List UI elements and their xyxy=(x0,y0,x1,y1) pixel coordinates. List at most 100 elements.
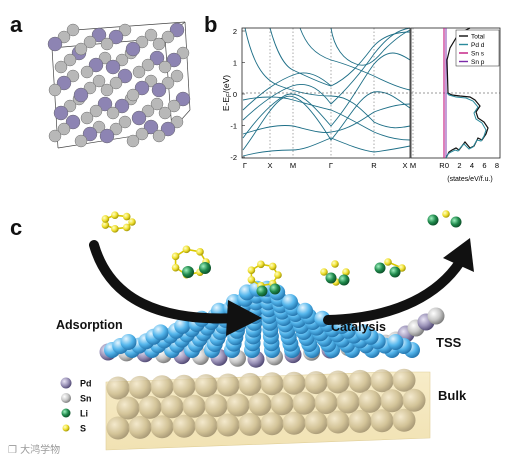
k-point-label: Γ xyxy=(243,161,247,170)
panel-label-c: c xyxy=(10,215,23,240)
bulk-atom xyxy=(370,409,394,433)
watermark-text: 大鸿学物 xyxy=(20,445,61,456)
sn-atom xyxy=(80,65,94,79)
legend-sn-label: Sn xyxy=(80,394,92,404)
bulk-atom xyxy=(348,409,372,433)
bulk-atom xyxy=(116,396,140,420)
bulk-atom xyxy=(380,389,404,413)
legend-pd-label: Pd xyxy=(80,379,92,389)
bulk-atom xyxy=(282,411,306,435)
sn-atom xyxy=(170,115,184,129)
bulk-atom xyxy=(238,372,262,396)
dos-legend-label: Sn s xyxy=(471,51,485,58)
s-atom xyxy=(196,248,204,256)
pd-atom xyxy=(160,121,176,137)
sn-atom xyxy=(135,127,149,141)
sn-atom xyxy=(74,42,88,56)
li2s6-molecule xyxy=(247,260,282,297)
sn-atom xyxy=(161,76,175,90)
bulk-atom xyxy=(106,376,130,400)
pd-atom xyxy=(134,80,150,96)
pd-atom xyxy=(143,119,159,135)
s-atom xyxy=(101,215,110,223)
s-atom xyxy=(320,268,328,276)
sn-atom xyxy=(144,74,158,88)
tss-label: TSS xyxy=(436,335,462,350)
legend-s-label: S xyxy=(80,424,86,434)
s-atom xyxy=(398,264,406,272)
legend-pd-swatch xyxy=(60,377,72,389)
legend-s-swatch xyxy=(62,424,70,432)
bulk-atom xyxy=(370,369,394,393)
sn-atom xyxy=(167,99,181,113)
crystal-structure xyxy=(47,21,191,149)
bulk-label: Bulk xyxy=(438,388,467,403)
li-atom xyxy=(325,272,337,284)
sn-atom xyxy=(63,99,77,113)
dos-xtick-label: 2 xyxy=(457,161,461,170)
sn-atom xyxy=(100,83,114,97)
pd-atom xyxy=(151,82,167,98)
pd-atom xyxy=(105,59,121,75)
band-curve xyxy=(299,27,411,91)
bulk-atom xyxy=(216,373,240,397)
bulk-atom xyxy=(138,395,162,419)
sn-atom xyxy=(100,37,114,51)
sn-atom xyxy=(57,30,71,44)
sn-atom xyxy=(74,134,88,148)
sn-atom xyxy=(152,37,166,51)
sn-atom xyxy=(92,74,106,88)
li-atom xyxy=(450,216,462,228)
pd-atom xyxy=(108,29,124,45)
band-curve xyxy=(242,96,411,141)
sn-atom xyxy=(126,88,140,102)
k-point-label: X xyxy=(402,161,407,170)
sn-atom xyxy=(63,53,77,67)
sn-atom xyxy=(141,104,155,118)
sn-atom xyxy=(152,129,166,143)
bulk-atom xyxy=(260,372,284,396)
s-atom xyxy=(122,212,131,221)
surface-state-atom xyxy=(297,302,314,319)
li-atom xyxy=(256,285,268,297)
k-point-label: Γ xyxy=(329,161,333,170)
k-point-label: R xyxy=(371,161,377,170)
s-atom xyxy=(171,252,180,261)
pd-atom xyxy=(169,22,185,38)
sn-atom xyxy=(89,104,103,118)
pd-atom xyxy=(99,128,115,144)
sn-atom xyxy=(150,97,164,111)
legend-li-swatch xyxy=(61,408,71,418)
bulk-atom xyxy=(150,375,174,399)
pd-atom xyxy=(53,105,69,121)
surface-state-atom xyxy=(355,324,372,341)
bulk-atom xyxy=(248,392,272,416)
bulk-atom xyxy=(326,410,350,434)
bulk-atom xyxy=(314,391,338,415)
sn-atom xyxy=(176,46,190,60)
pd-d-dos-curve xyxy=(445,92,487,159)
bulk-atom xyxy=(128,375,152,399)
k-point-label: R xyxy=(439,161,445,170)
pd-atom xyxy=(73,87,89,103)
bulk-atom xyxy=(238,412,262,436)
band-curve xyxy=(242,91,411,151)
bulk-atom xyxy=(282,371,306,395)
sn-atom xyxy=(80,111,94,125)
bulk-atom xyxy=(292,391,316,415)
bulk-atom xyxy=(348,369,372,393)
pd-atom xyxy=(47,36,63,52)
li2s2-molecule xyxy=(374,258,406,278)
bulk-atom xyxy=(392,368,416,392)
sn-atom xyxy=(106,106,120,120)
sn-atom xyxy=(48,129,62,143)
s-atom xyxy=(171,263,180,272)
bulk-atom xyxy=(160,395,184,419)
sn-atom xyxy=(54,60,68,74)
sn-atom xyxy=(161,30,175,44)
pd-atom xyxy=(88,57,104,73)
pd-atom xyxy=(149,50,165,66)
surface-state-atom xyxy=(387,334,404,350)
